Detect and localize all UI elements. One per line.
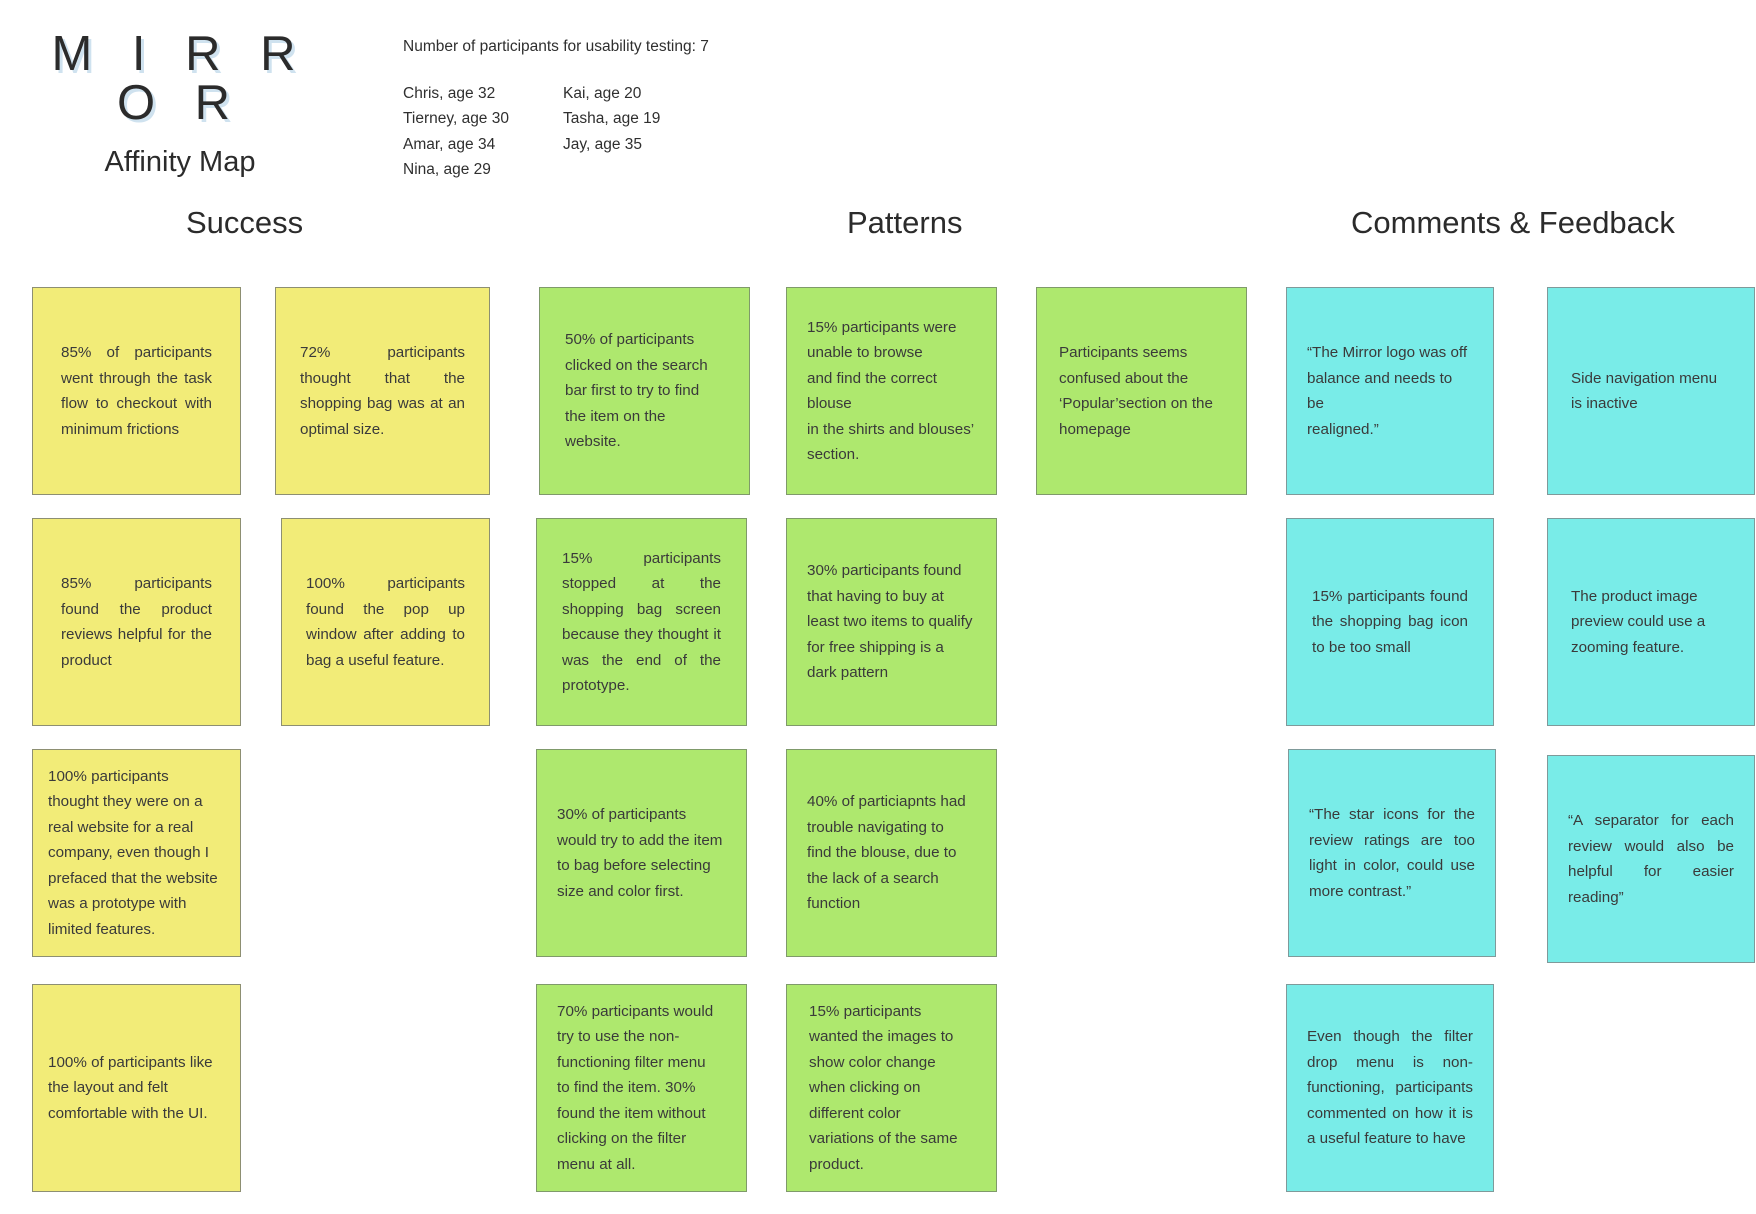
sticky-note-text: 72% participants thought that the shoppi… (300, 344, 465, 438)
sticky-note-success[interactable]: 100% participants found the pop up windo… (281, 518, 490, 726)
participants-column-left: Chris, age 32 Tierney, age 30 Amar, age … (403, 81, 563, 183)
sticky-note-text: 100% participants thought they were on a… (48, 767, 218, 938)
participant-item: Chris, age 32 (403, 84, 496, 102)
sticky-note-pattern[interactable]: 50% of participants clicked on the searc… (539, 287, 750, 495)
participant-item: Amar, age 34 (403, 135, 496, 153)
participant-item: Kai, age 20 (563, 84, 642, 102)
page-header: M I R R O R Affinity Map Number of parti… (0, 0, 1756, 200)
sticky-note-text: “The star icons for the review ratings a… (1309, 806, 1475, 900)
sticky-note-text: Participants seems confused about the ‘P… (1059, 344, 1213, 438)
sticky-note-text: Side navigation menu is inactive (1571, 369, 1718, 413)
page-subtitle: Affinity Map (104, 146, 256, 178)
sticky-note-text: 100% participants found the pop up windo… (306, 575, 465, 669)
sticky-note-text: 15% participants wanted the images to sh… (809, 1002, 958, 1173)
sticky-note-text: 85% of participants went through the tas… (61, 344, 212, 438)
sticky-note-comment[interactable]: Side navigation menu is inactive (1547, 287, 1755, 495)
sticky-note-success[interactable]: 100% of participants like the layout and… (32, 984, 241, 1192)
participants-block: Number of participants for usability tes… (403, 38, 823, 183)
sticky-note-success[interactable]: 72% participants thought that the shoppi… (275, 287, 490, 495)
column-heading-comments: Comments & Feedback (1351, 205, 1675, 240)
column-heading-patterns: Patterns (847, 205, 963, 240)
sticky-note-comment[interactable]: “A separator for each review would also … (1547, 755, 1755, 963)
sticky-note-pattern[interactable]: 30% participants found that having to bu… (786, 518, 997, 726)
sticky-note-pattern[interactable]: 15% participants stopped at the shopping… (536, 518, 747, 726)
sticky-note-text: 85% participants found the product revie… (61, 575, 212, 669)
participant-item: Jay, age 35 (563, 135, 642, 153)
sticky-note-comment[interactable]: The product image preview could use a zo… (1547, 518, 1755, 726)
sticky-note-text: 30% of participants would try to add the… (557, 806, 723, 900)
sticky-note-success[interactable]: 100% participants thought they were on a… (32, 749, 241, 957)
sticky-note-text: 40% of particiapnts had trouble navigati… (807, 793, 966, 913)
sticky-note-pattern[interactable]: 15% participants wanted the images to sh… (786, 984, 997, 1192)
sticky-note-text: 100% of participants like the layout and… (48, 1053, 213, 1122)
participants-column-right: Kai, age 20 Tasha, age 19 Jay, age 35 (563, 81, 723, 183)
sticky-note-text: 15% participants found the shopping bag … (1312, 587, 1468, 656)
sticky-note-success[interactable]: 85% of participants went through the tas… (32, 287, 241, 495)
sticky-note-text: The product image preview could use a zo… (1571, 587, 1706, 656)
participant-item: Tasha, age 19 (563, 110, 661, 128)
sticky-note-comment[interactable]: Even though the filter drop menu is non-… (1286, 984, 1494, 1192)
sticky-note-text: 70% participants would try to use the no… (557, 1002, 714, 1173)
sticky-note-success[interactable]: 85% participants found the product revie… (32, 518, 241, 726)
sticky-note-text: Even though the filter drop menu is non-… (1307, 1028, 1473, 1148)
sticky-note-comment[interactable]: 15% participants found the shopping bag … (1286, 518, 1494, 726)
brand-block: M I R R O R Affinity Map (30, 30, 330, 177)
sticky-note-comment[interactable]: “The Mirror logo was off balance and nee… (1286, 287, 1494, 495)
sticky-note-pattern[interactable]: 40% of particiapnts had trouble navigati… (786, 749, 997, 957)
column-heading-success: Success (186, 205, 304, 240)
sticky-note-pattern[interactable]: Participants seems confused about the ‘P… (1036, 287, 1247, 495)
sticky-note-pattern[interactable]: 15% participants were unable to browse a… (786, 287, 997, 495)
participant-item: Tierney, age 30 (403, 110, 509, 128)
page-title: M I R R O R (51, 27, 309, 130)
sticky-note-text: 50% of participants clicked on the searc… (565, 331, 708, 451)
participants-count-label: Number of participants for usability tes… (403, 38, 709, 55)
sticky-note-comment[interactable]: “The star icons for the review ratings a… (1288, 749, 1496, 957)
sticky-note-text: 15% participants were unable to browse a… (807, 318, 975, 464)
sticky-note-text: “The Mirror logo was off balance and nee… (1307, 344, 1468, 438)
participants-lists: Chris, age 32 Tierney, age 30 Amar, age … (403, 81, 823, 183)
sticky-note-pattern[interactable]: 30% of participants would try to add the… (536, 749, 747, 957)
participant-item: Nina, age 29 (403, 161, 491, 179)
sticky-note-pattern[interactable]: 70% participants would try to use the no… (536, 984, 747, 1192)
sticky-note-text: 30% participants found that having to bu… (807, 562, 973, 682)
sticky-note-text: 15% participants stopped at the shopping… (562, 549, 721, 695)
sticky-note-text: “A separator for each review would also … (1568, 812, 1734, 906)
